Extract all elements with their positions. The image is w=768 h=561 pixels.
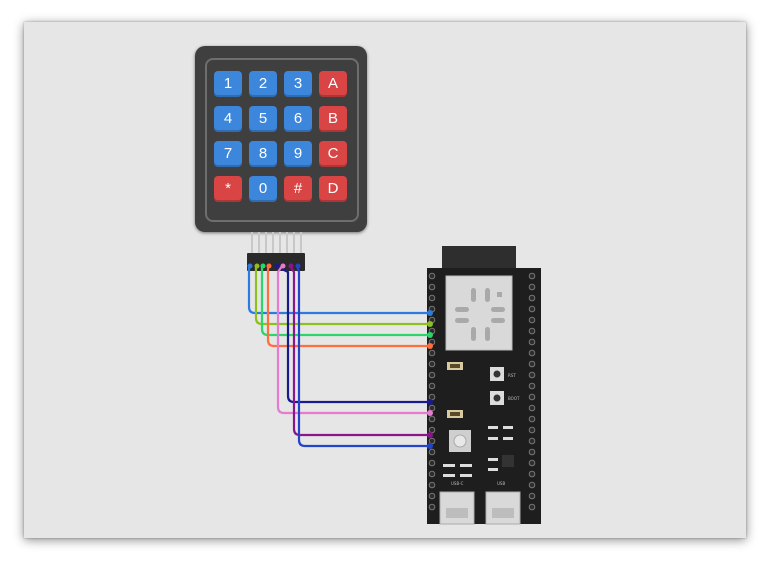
wire-startpoint	[288, 263, 294, 269]
key-d[interactable]: D	[319, 176, 347, 202]
header-pin	[428, 448, 436, 456]
wire-startpoint	[254, 263, 260, 269]
header-pin	[428, 393, 436, 401]
header-pin	[528, 272, 536, 280]
header-pin	[528, 338, 536, 346]
wire-startpoint	[295, 263, 301, 269]
wire-startpoint	[260, 263, 266, 269]
key-1[interactable]: 1	[214, 71, 242, 97]
key-3[interactable]: 3	[284, 71, 312, 97]
wire-startpoint	[247, 263, 253, 269]
wire-col4	[295, 265, 430, 448]
wire-endpoint	[427, 321, 433, 327]
esp32-board[interactable]: RST BOOT USB-C USB	[427, 246, 541, 525]
wire-endpoint	[427, 343, 433, 349]
wire-startpoint	[280, 263, 286, 269]
header-pin	[528, 503, 536, 511]
header-pin	[428, 481, 436, 489]
header-pin	[528, 393, 536, 401]
key-2[interactable]: 2	[249, 71, 277, 97]
header-pin	[428, 349, 436, 357]
keypad-pin	[258, 232, 260, 254]
wire-endpoint	[427, 332, 433, 338]
boot-label: BOOT	[508, 396, 520, 401]
key-7[interactable]: 7	[214, 141, 242, 167]
keypad-pin	[265, 232, 267, 254]
keypad-pin	[279, 232, 281, 254]
header-pin	[528, 426, 536, 434]
header-pin	[528, 305, 536, 313]
key-hash[interactable]: #	[284, 176, 312, 202]
header-pin	[428, 437, 436, 445]
header-pin	[428, 371, 436, 379]
header-pin	[428, 459, 436, 467]
wire-endpoint	[427, 432, 433, 438]
header-pin	[428, 503, 436, 511]
key-5[interactable]: 5	[249, 106, 277, 132]
keypad-pin	[272, 232, 274, 254]
header-pin	[528, 492, 536, 500]
keypad-pin	[286, 232, 288, 254]
keypad-pin	[251, 232, 253, 254]
wire-row1	[247, 266, 430, 315]
header-pin	[428, 360, 436, 368]
header-pin	[528, 470, 536, 478]
key-4[interactable]: 4	[214, 106, 242, 132]
wire-startpoint	[274, 263, 280, 269]
wire-row2	[254, 266, 430, 326]
header-pin	[428, 283, 436, 291]
key-star[interactable]: *	[214, 176, 242, 202]
usb1-label: USB-C	[451, 481, 464, 486]
header-pin	[528, 382, 536, 390]
wire-endpoint	[427, 410, 433, 416]
usb2-label: USB	[497, 481, 505, 486]
wire-endpoint	[427, 310, 433, 316]
wire-col2	[276, 265, 430, 415]
key-0[interactable]: 0	[249, 176, 277, 202]
key-b[interactable]: B	[319, 106, 347, 132]
header-pin	[428, 415, 436, 423]
keypad-pin	[300, 232, 302, 254]
header-pin	[528, 459, 536, 467]
key-c[interactable]: C	[319, 141, 347, 167]
wire-bundle[interactable]	[247, 263, 434, 450]
keypad-border	[205, 58, 359, 222]
header-pin	[528, 349, 536, 357]
header-pin	[428, 404, 436, 412]
header-pin	[528, 316, 536, 324]
wire-endpoint	[427, 443, 433, 449]
header-pin	[428, 272, 436, 280]
wire-startpoint	[266, 263, 272, 269]
header-pin	[528, 371, 536, 379]
wire-endpoint	[427, 399, 433, 405]
simulation-canvas[interactable]	[24, 22, 746, 538]
key-6[interactable]: 6	[284, 106, 312, 132]
wire-col3	[289, 265, 430, 437]
header-pin	[428, 470, 436, 478]
key-9[interactable]: 9	[284, 141, 312, 167]
header-pin	[528, 404, 536, 412]
header-pin	[528, 448, 536, 456]
header-pin	[528, 360, 536, 368]
key-a[interactable]: A	[319, 71, 347, 97]
header-pin	[428, 426, 436, 434]
header-pin	[528, 481, 536, 489]
header-pin	[528, 437, 536, 445]
header-pin	[528, 283, 536, 291]
header-pin	[528, 327, 536, 335]
header-pin	[428, 382, 436, 390]
header-pin	[528, 415, 536, 423]
keypad-pin	[293, 232, 295, 254]
key-8[interactable]: 8	[249, 141, 277, 167]
header-pin	[528, 294, 536, 302]
header-pin	[428, 492, 436, 500]
header-pin	[428, 294, 436, 302]
wire-row4	[266, 266, 430, 348]
rst-label: RST	[508, 373, 516, 378]
